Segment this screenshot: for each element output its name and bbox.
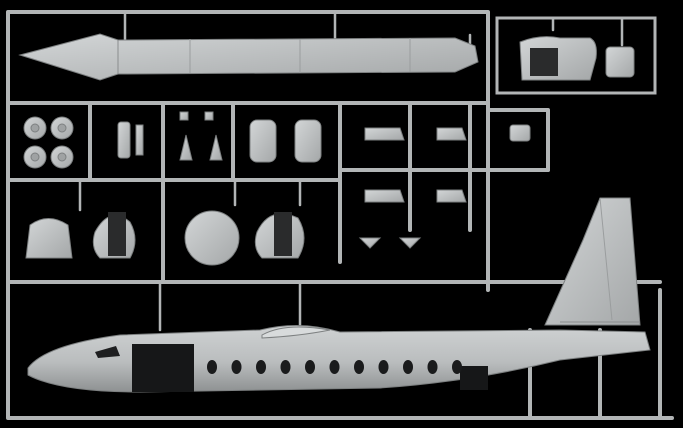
cabin-window [280, 360, 291, 374]
tail-fin [544, 197, 641, 326]
cabin-window [305, 360, 315, 374]
wheel-parts [23, 116, 74, 169]
propeller-and-strut-parts [117, 111, 223, 161]
bulkhead-parts [25, 210, 305, 266]
cabin-window [354, 360, 364, 374]
cabin-window [403, 360, 413, 374]
cabin-window [207, 360, 217, 374]
cabin-window [378, 360, 389, 374]
nacelle-parts [249, 119, 531, 249]
cockpit-parts [519, 36, 635, 81]
cabin-windows [207, 360, 462, 374]
cabin-window [256, 360, 266, 374]
fuselage-half [27, 325, 651, 393]
cabin-window [231, 360, 242, 374]
cabin-window [329, 360, 340, 374]
upper-deck-panel [18, 33, 479, 81]
cabin-window [452, 360, 462, 374]
cabin-window [427, 360, 438, 374]
